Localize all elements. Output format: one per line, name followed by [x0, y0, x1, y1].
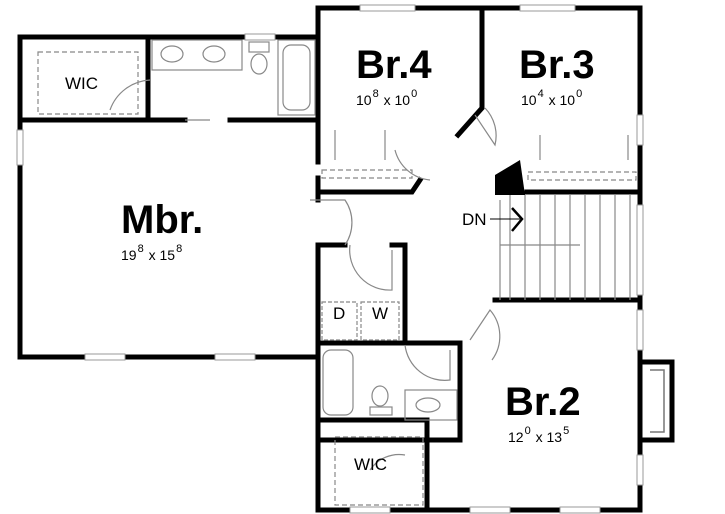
room-label-wic-br2: WIC — [354, 455, 388, 474]
bay — [642, 359, 675, 443]
fixtures — [37, 39, 637, 506]
room-dims-br2: 120 x 135 — [508, 425, 570, 445]
room-label-wic-master: WIC — [65, 74, 99, 93]
room-dims-br4: 108 x 100 — [356, 88, 418, 108]
dn-arrow-icon — [490, 207, 524, 232]
room-dims-br3: 104 x 100 — [521, 88, 583, 108]
windows — [16, 4, 644, 514]
dryer-label: D — [333, 304, 346, 323]
room-dims-mbr: 198 x 158 — [121, 243, 183, 263]
washer-label: W — [372, 304, 389, 323]
room-label-br2: Br.2 — [505, 380, 581, 424]
room-label-br4: Br.4 — [356, 43, 432, 87]
room-label-mbr: Mbr. — [121, 198, 204, 242]
chimney — [495, 160, 525, 195]
stairs-dn-label: DN — [462, 210, 487, 229]
room-label-br3: Br.3 — [519, 43, 595, 87]
